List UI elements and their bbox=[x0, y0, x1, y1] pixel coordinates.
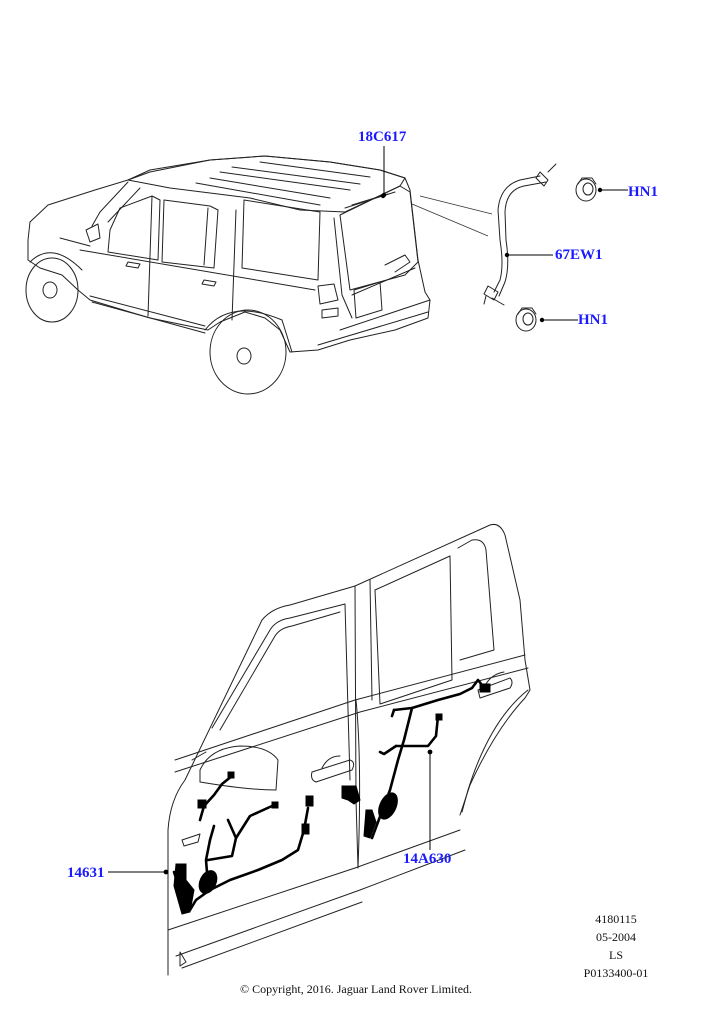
leader-lines-bottom bbox=[108, 749, 433, 875]
callout-18c617[interactable]: 18C617 bbox=[358, 129, 407, 145]
illustration-date: 05-2004 bbox=[596, 930, 636, 944]
callout-14631[interactable]: 14631 bbox=[67, 865, 105, 881]
callout-hn1-upper[interactable]: HN1 bbox=[628, 184, 658, 200]
cable-67ew1-illustration bbox=[483, 163, 557, 306]
nut-hn1-upper-icon bbox=[575, 177, 597, 202]
vehicle-rear-view-illustration bbox=[25, 155, 493, 395]
copyright-notice: © Copyright, 2016. Jaguar Land Rover Lim… bbox=[239, 982, 473, 996]
illustration-number: 4180115 bbox=[595, 912, 637, 926]
nut-hn1-lower-icon bbox=[515, 307, 537, 332]
illustration-reference: P0133400-01 bbox=[583, 966, 649, 980]
illustration-author-code: LS bbox=[608, 948, 623, 962]
leader-lines-top bbox=[381, 146, 628, 323]
callout-hn1-lower[interactable]: HN1 bbox=[578, 312, 608, 328]
doors-side-view-illustration bbox=[167, 524, 531, 976]
illustration-info-block: 4180115 05-2004 LS P0133400-01 bbox=[566, 910, 666, 982]
harness-14a630-illustration bbox=[341, 678, 491, 840]
harness-14631-illustration bbox=[172, 771, 314, 915]
callout-67ew1[interactable]: 67EW1 bbox=[555, 247, 603, 263]
callout-14a630[interactable]: 14A630 bbox=[403, 851, 452, 867]
